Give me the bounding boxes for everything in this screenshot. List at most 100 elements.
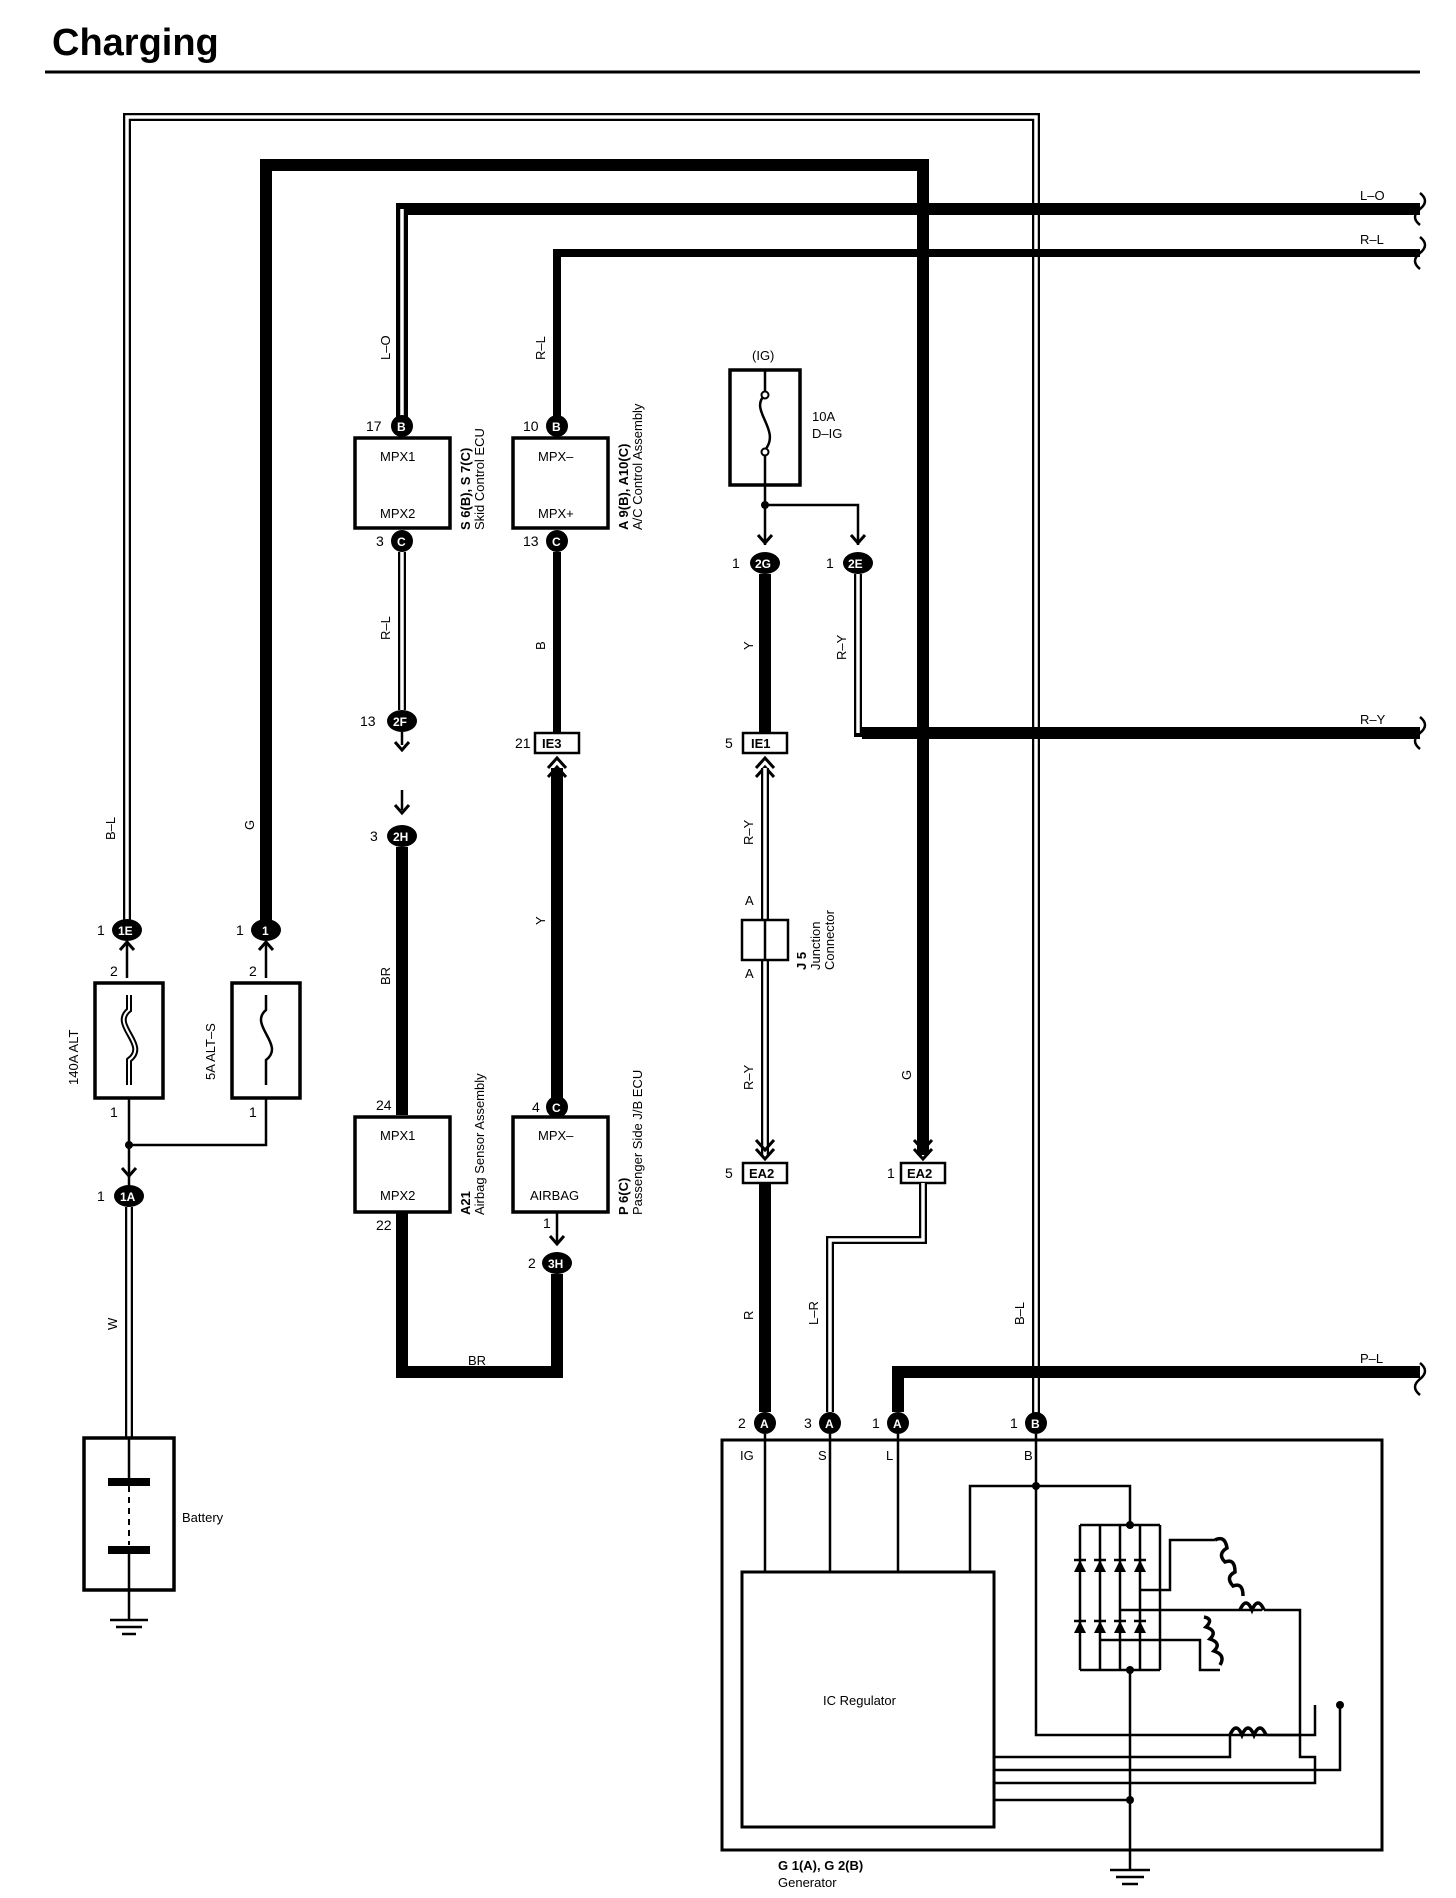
svg-text:3H: 3H (548, 1257, 563, 1271)
svg-text:A21: A21 (458, 1191, 473, 1215)
svg-text:1A: 1A (120, 1190, 136, 1204)
svg-text:1: 1 (732, 555, 740, 571)
svg-text:EA2: EA2 (907, 1166, 932, 1181)
wire-fuse-join (127, 1098, 268, 1188)
junction-connector-j5: A A J 5 Junction Connector (740, 893, 837, 981)
svg-text:B: B (1024, 1448, 1033, 1463)
wire-l-r (826, 1183, 927, 1412)
svg-text:IE3: IE3 (542, 736, 562, 751)
svg-text:IG: IG (740, 1448, 754, 1463)
svg-text:C: C (552, 1101, 561, 1115)
svg-text:10A: 10A (812, 409, 835, 424)
wire-l-o (396, 203, 1420, 420)
wire-label-l-o-right: L–O (1360, 188, 1385, 203)
connector-2f-2h: 2F 13 2H 3 (360, 710, 417, 847)
svg-text:A: A (745, 966, 754, 981)
generator: IG S L B IC Regulator (720, 1434, 1384, 1890)
wire-g (260, 159, 929, 1155)
svg-text:22: 22 (376, 1217, 392, 1233)
skid-control-ecu: MPX1 MPX2 B C 17 3 S 6(B), S 7(C) Skid C… (353, 415, 487, 552)
battery: Battery (82, 1436, 224, 1636)
edge-breaks (1413, 192, 1427, 1396)
svg-text:EA2: EA2 (749, 1166, 774, 1181)
svg-text:5: 5 (725, 735, 733, 751)
svg-text:1E: 1E (118, 924, 133, 938)
svg-text:1: 1 (236, 922, 244, 938)
wire-r-l (553, 249, 1420, 420)
svg-text:2: 2 (249, 963, 257, 979)
ac-control-assembly: MPX– MPX+ B C 10 13 A 9(B), A10(C) A/C C… (511, 403, 645, 552)
svg-text:1: 1 (110, 1104, 118, 1120)
svg-text:MPX2: MPX2 (380, 1188, 415, 1203)
pin-13: 13 (523, 533, 539, 549)
svg-text:24: 24 (376, 1097, 392, 1113)
svg-text:5: 5 (725, 1165, 733, 1181)
svg-text:Passenger Side J/B ECU: Passenger Side J/B ECU (630, 1070, 645, 1215)
svg-text:1: 1 (826, 555, 834, 571)
svg-text:13: 13 (360, 713, 376, 729)
svg-text:J 5: J 5 (794, 952, 809, 970)
svg-text:21: 21 (515, 735, 531, 751)
svg-text:Generator: Generator (778, 1875, 837, 1890)
ac-id: A 9(B), A10(C) (616, 444, 631, 530)
connector-1e: 1E 1 2 (97, 919, 142, 979)
svg-text:5A ALT–S: 5A ALT–S (203, 1023, 218, 1080)
svg-text:1: 1 (543, 1215, 551, 1231)
wire-label-br-bottom: BR (468, 1353, 486, 1368)
wire-label-r-y-j5-top: R–Y (741, 819, 756, 845)
svg-text:S: S (818, 1448, 827, 1463)
wire-label-y-ig: Y (741, 641, 756, 650)
fuse-d-ig: (IG) 10A D–IG (728, 348, 842, 487)
wire-br-bottom (396, 1212, 563, 1378)
term-mpx-plus: MPX+ (538, 506, 574, 521)
svg-text:2: 2 (738, 1415, 746, 1431)
svg-text:1: 1 (1010, 1415, 1018, 1431)
svg-text:Battery: Battery (182, 1510, 224, 1525)
wire-p-l (892, 1366, 1420, 1412)
svg-text:3: 3 (370, 828, 378, 844)
wire-label-w: W (105, 1317, 120, 1330)
ic-regulator-label: IC Regulator (823, 1693, 897, 1708)
term-mpx1: MPX1 (380, 449, 415, 464)
svg-text:2G: 2G (755, 557, 771, 571)
connector-1: 1 1 2 (236, 919, 281, 979)
svg-text:4: 4 (532, 1099, 540, 1115)
svg-text:A: A (760, 1417, 769, 1431)
svg-text:Connector: Connector (822, 909, 837, 970)
svg-text:1: 1 (97, 1188, 105, 1204)
wire-r-y-2e (854, 574, 1420, 737)
svg-text:1: 1 (97, 922, 105, 938)
wire-label-br: BR (378, 967, 393, 985)
connector-ie1: IE1 5 (725, 731, 789, 779)
skid-ecu-name: Skid Control ECU (472, 428, 487, 530)
pin-10: 10 (523, 418, 539, 434)
conn-c-skid: C (397, 535, 406, 549)
svg-text:1: 1 (262, 924, 269, 938)
conn-c-ac: C (552, 535, 561, 549)
skid-ecu-id: S 6(B), S 7(C) (458, 448, 473, 530)
wire-label-r: R (741, 1311, 756, 1320)
ac-name: A/C Control Assembly (630, 403, 645, 530)
connector-2e: 2E 1 (826, 534, 873, 574)
connector-ea2-5: EA2 5 (725, 1138, 789, 1185)
passenger-jb-ecu: MPX– AIRBAG C 4 1 P 6(C) Passenger Side … (511, 1070, 645, 1231)
generator-connectors: A 2 A 3 A 1 B 1 (738, 1412, 1047, 1434)
svg-text:Junction: Junction (808, 922, 823, 970)
wire-label-b: B (533, 641, 548, 650)
svg-text:MPX–: MPX– (538, 1128, 574, 1143)
fuse-140a-alt: 140A ALT 1 (66, 981, 165, 1120)
svg-text:3: 3 (804, 1415, 812, 1431)
wire-b-l (123, 113, 1040, 1420)
fuse-5a-alt-s: 5A ALT–S 1 (203, 981, 302, 1120)
wire-label-r-l-skid: R–L (378, 616, 393, 640)
svg-text:D–IG: D–IG (812, 426, 842, 441)
wire-label-g-gen: G (899, 1070, 914, 1080)
svg-text:G 1(A), G 2(B): G 1(A), G 2(B) (778, 1858, 863, 1873)
wire-label-r-l-right: R–L (1360, 232, 1384, 247)
connector-ie3: IE3 21 (515, 731, 581, 779)
svg-text:MPX1: MPX1 (380, 1128, 415, 1143)
svg-text:B: B (1031, 1417, 1040, 1431)
svg-text:AIRBAG: AIRBAG (530, 1188, 579, 1203)
connector-ea2-1: EA2 1 (887, 1138, 947, 1185)
wire-label-r-y-j5-bot: R–Y (741, 1064, 756, 1090)
